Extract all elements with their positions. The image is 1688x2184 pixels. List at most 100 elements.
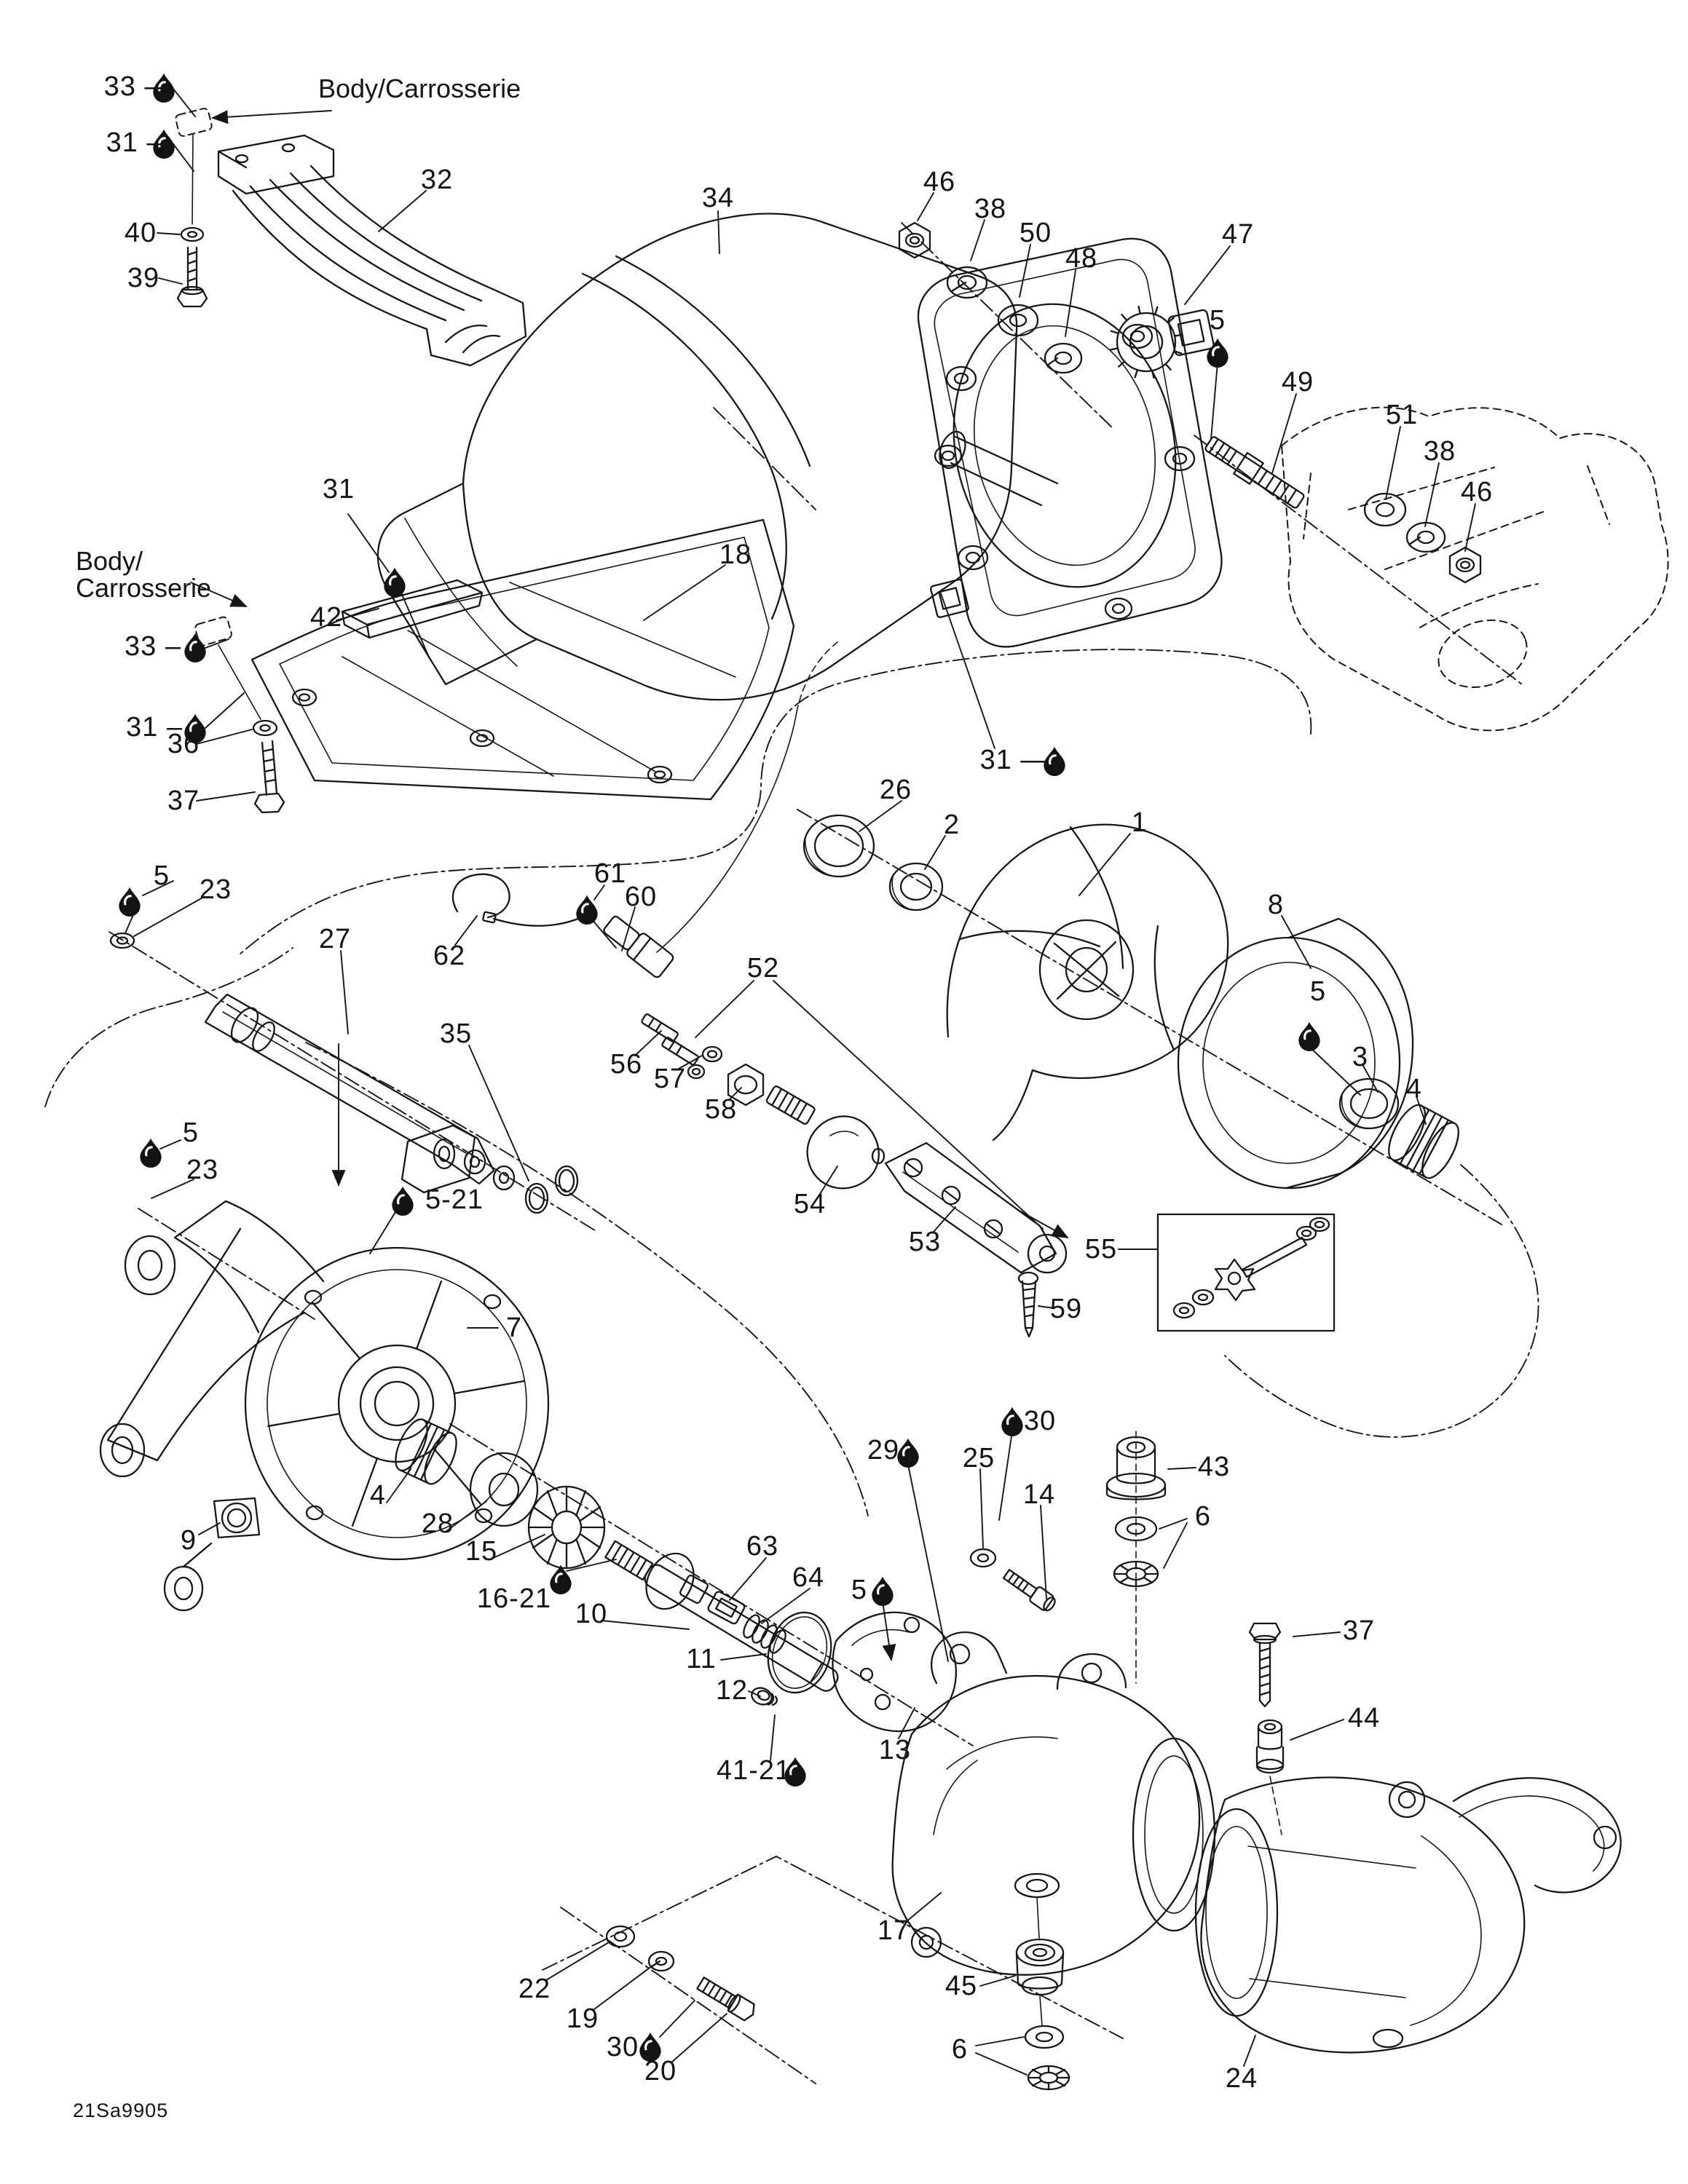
leader-line [621, 906, 636, 951]
body-carrosserie-label-left: Body/ Carrosserie [76, 547, 211, 602]
callout-28: 28 [421, 1508, 454, 1539]
leader-line [340, 950, 349, 1034]
callout-3: 3 [1352, 1042, 1369, 1072]
callout-47: 47 [1221, 219, 1255, 250]
leader-line [729, 1557, 767, 1601]
callout-5-21: 5-21 [425, 1184, 484, 1215]
leader-line [133, 896, 205, 937]
leader-line [975, 2036, 1025, 2046]
leader-line [593, 1965, 653, 2010]
leader-line [545, 1942, 610, 1981]
leader-line [634, 1030, 662, 1056]
body-label-line1: Body/ [76, 546, 143, 576]
callout-33: 33 – [125, 631, 181, 662]
callout-64: 64 [792, 1562, 825, 1593]
callout-30: 30 [606, 2032, 639, 2062]
callout-29: 29 [867, 1435, 900, 1465]
leader-line [940, 593, 995, 749]
callout-24: 24 [1225, 2063, 1258, 2094]
part-needle-bearing-4 [1388, 1104, 1459, 1179]
callout-48: 48 [1065, 243, 1098, 274]
callout-20: 20 [644, 2056, 677, 2086]
leader-line [159, 1139, 181, 1150]
callout-6: 6 [951, 2034, 969, 2065]
callout-53: 53 [908, 1227, 942, 1257]
leader-line [142, 880, 174, 896]
lubricant-drop-icon [871, 1575, 894, 1606]
callout-59: 59 [1049, 1294, 1083, 1324]
callout-14: 14 [1022, 1479, 1056, 1510]
leader-line [468, 1045, 529, 1182]
callout-2: 2 [943, 810, 961, 840]
ghost-engine-mount [1281, 406, 1669, 732]
body-label-line2: Carrosserie [76, 573, 212, 604]
leader-line [1040, 1505, 1047, 1599]
callout-46: 46 [1460, 477, 1494, 507]
leader-line [1271, 393, 1297, 474]
leader-line [196, 729, 253, 745]
callout-31: 31 – [126, 712, 183, 743]
part-seal-3 [1338, 1077, 1400, 1130]
part-bolt-37-spacer-44 [1248, 1622, 1285, 1835]
leader-line [998, 1431, 1013, 1521]
callout-5: 5 [153, 860, 170, 891]
callout-23: 23 [199, 874, 232, 905]
leader-line [905, 1892, 942, 1923]
callout-13: 13 [878, 1735, 912, 1765]
leader-line [489, 1534, 545, 1560]
callout-9: 9 [180, 1525, 197, 1556]
leader-line [859, 800, 902, 832]
callout-54: 54 [793, 1189, 827, 1219]
leader-lines [125, 88, 1476, 2076]
inset-box-55 [1156, 1213, 1336, 1332]
leader-line [748, 1690, 761, 1697]
part-wear-ring-8 [1177, 917, 1414, 1190]
callout-8: 8 [1267, 890, 1285, 920]
leader-line [205, 692, 245, 729]
leader-line [773, 980, 1044, 1230]
leader-line [979, 1468, 984, 1548]
hardware-22-19-20 [605, 1925, 755, 2022]
callout-62: 62 [433, 941, 466, 971]
callout-25: 25 [962, 1443, 995, 1473]
leader-line [347, 513, 390, 573]
leader-line [205, 638, 229, 649]
callout-27: 27 [318, 924, 352, 954]
callout-44: 44 [1347, 1703, 1381, 1733]
callout-32: 32 [420, 165, 454, 195]
callout-38: 38 [1423, 436, 1456, 467]
callout-15: 15 [465, 1536, 498, 1567]
leader-line [173, 88, 196, 117]
leader-line [975, 2052, 1028, 2076]
leader-line [717, 210, 720, 254]
callout-58: 58 [704, 1094, 738, 1125]
leader-line [1281, 915, 1312, 969]
leader-line [1385, 426, 1401, 500]
leader-line [1210, 362, 1218, 440]
part-drive-shaft-27 [109, 932, 579, 1214]
leader-line [720, 1653, 767, 1661]
callout-46: 46 [923, 167, 956, 197]
leader-line [898, 1707, 915, 1739]
leader-line [1163, 1522, 1188, 1569]
leader-line [158, 277, 183, 285]
leader-line [378, 190, 427, 232]
leader-line [933, 1206, 956, 1233]
callout-10: 10 [575, 1599, 608, 1629]
leader-line [729, 1087, 742, 1100]
part-grommet-45-washers-6 [1015, 1896, 1070, 2091]
part-venturi-17 [891, 1631, 1216, 1976]
callout-39: 39 [127, 263, 160, 293]
leader-line [882, 1601, 896, 1661]
callout-5: 5 [182, 1117, 200, 1148]
leader-line [924, 835, 946, 870]
callout-1: 1 [1131, 807, 1148, 838]
callout-16-21: 16-21 [476, 1583, 552, 1614]
part-connector-60 [603, 641, 838, 978]
callout-34: 34 [701, 183, 735, 213]
callout-42: 42 [309, 602, 343, 633]
callout-6: 6 [1194, 1501, 1212, 1532]
hardware-49-51-38-46 [1194, 435, 1523, 685]
callout-18: 18 [719, 539, 752, 570]
